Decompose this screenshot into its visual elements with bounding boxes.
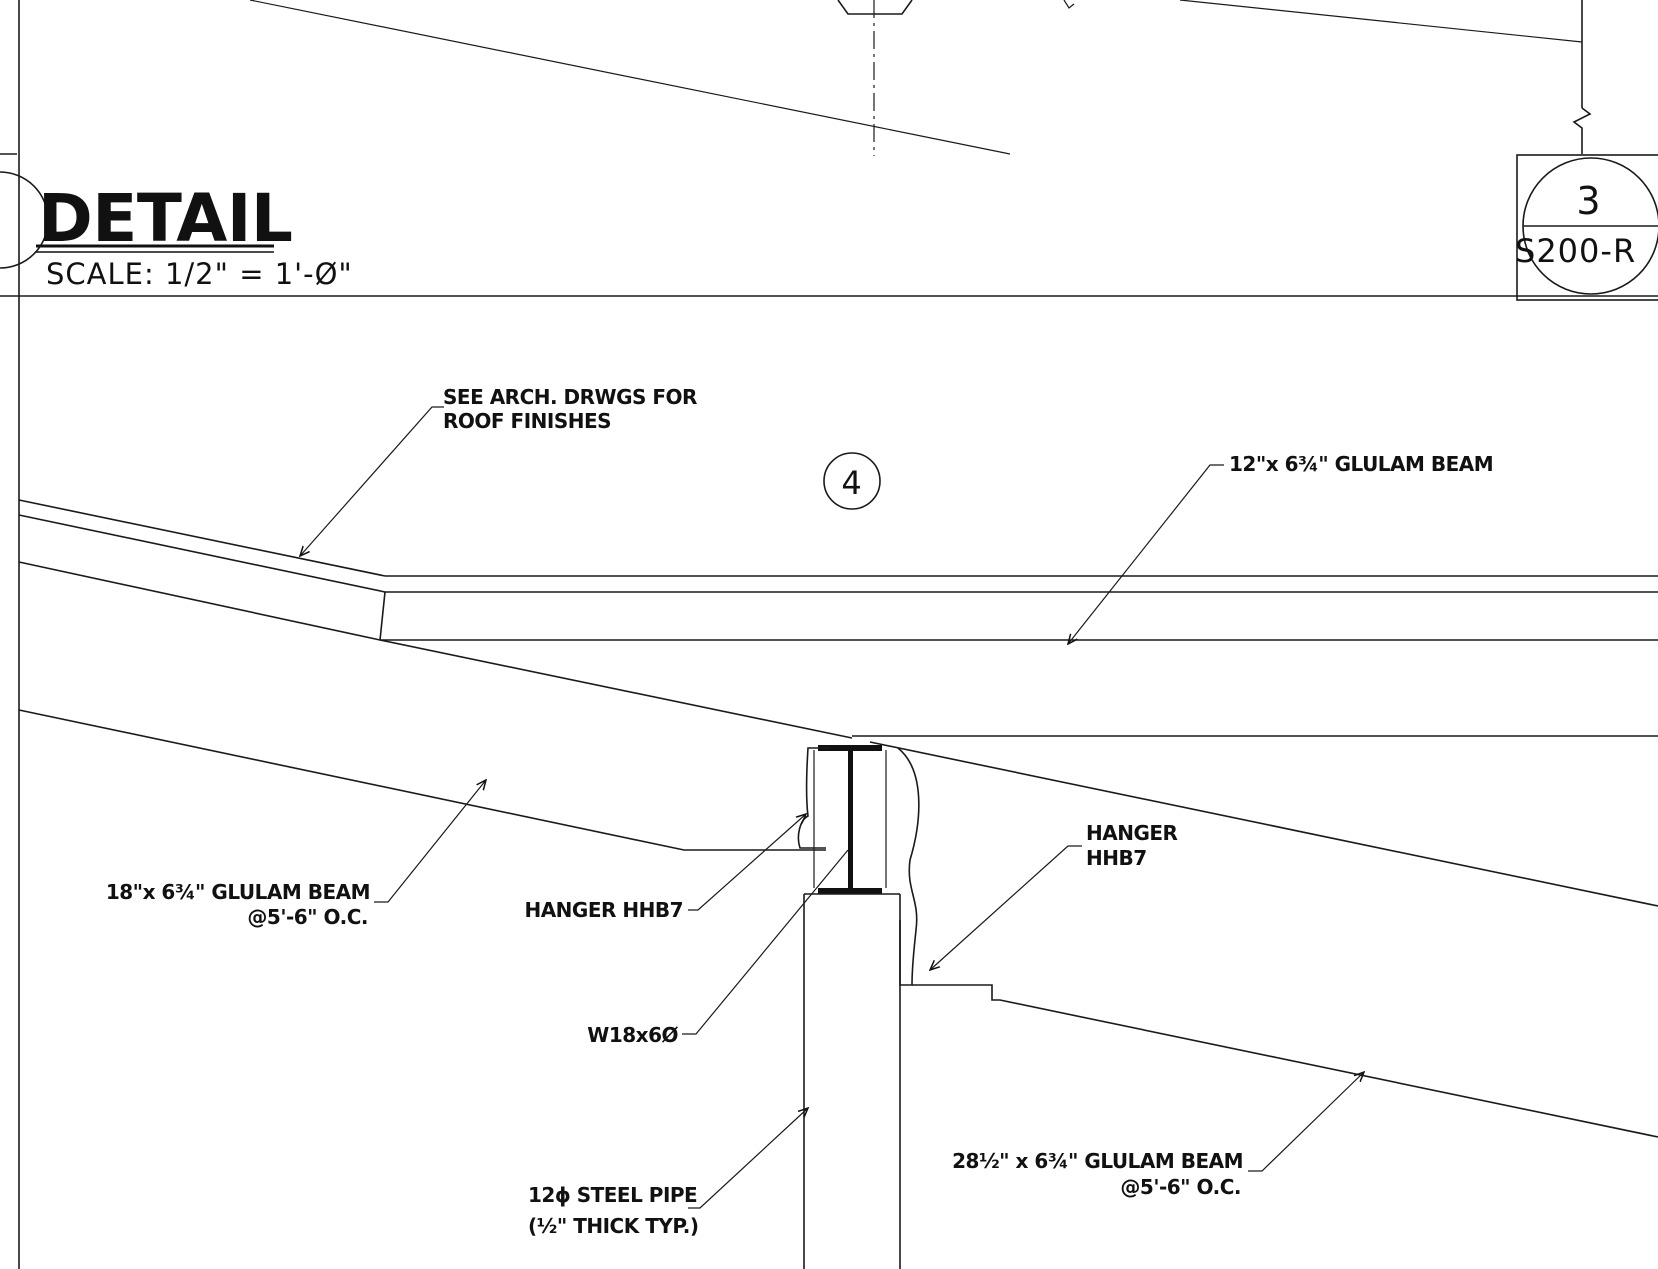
section-ref-sheet: S200-R xyxy=(1515,232,1636,270)
left-glulam-beam xyxy=(18,639,853,851)
right-beam-label-line2: @5'-6" O.C. xyxy=(1120,1175,1241,1199)
hanger-right-label-line2: HHB7 xyxy=(1086,846,1147,870)
hanger-left-label: HANGER HHB7 xyxy=(524,898,683,922)
roof-finishes-note-line2: ROOF FINISHES xyxy=(443,409,611,433)
steel-beam-label: W18x6Ø xyxy=(587,1023,678,1047)
hanger-right-label-line1: HANGER xyxy=(1086,821,1178,845)
left-beam-label-line2: @5'-6" O.C. xyxy=(247,905,368,929)
detail-number-marker: 4 xyxy=(823,452,881,510)
scale-label: SCALE: 1/2" = 1'-Ø" xyxy=(46,257,353,291)
right-glulam-beams xyxy=(852,735,1658,1138)
upper-drawing-fragment xyxy=(249,0,1592,156)
roof-and-upper-beam xyxy=(18,499,1658,641)
detail-number: 4 xyxy=(841,464,862,502)
steel-pipe-column xyxy=(803,893,901,1269)
section-reference-marker: 3 S200-R xyxy=(1515,154,1658,301)
roof-finishes-note-line1: SEE ARCH. DRWGS FOR xyxy=(443,385,697,409)
pipe-label-line1: 12ϕ STEEL PIPE xyxy=(528,1183,697,1207)
leader-lines xyxy=(300,406,1364,1209)
detail-title: DETAIL xyxy=(38,180,292,257)
section-ref-number: 3 xyxy=(1576,179,1601,223)
steel-beam-section xyxy=(797,745,920,986)
pipe-label-line2: (½" THICK TYP.) xyxy=(528,1214,699,1238)
left-detail-bubble-fragment xyxy=(0,153,49,269)
upper-beam-label: 12"x 6¾" GLULAM BEAM xyxy=(1229,452,1493,476)
right-beam-label-line1: 28½" x 6¾" GLULAM BEAM xyxy=(952,1149,1243,1173)
left-beam-label-line1: 18"x 6¾" GLULAM BEAM xyxy=(106,880,370,904)
